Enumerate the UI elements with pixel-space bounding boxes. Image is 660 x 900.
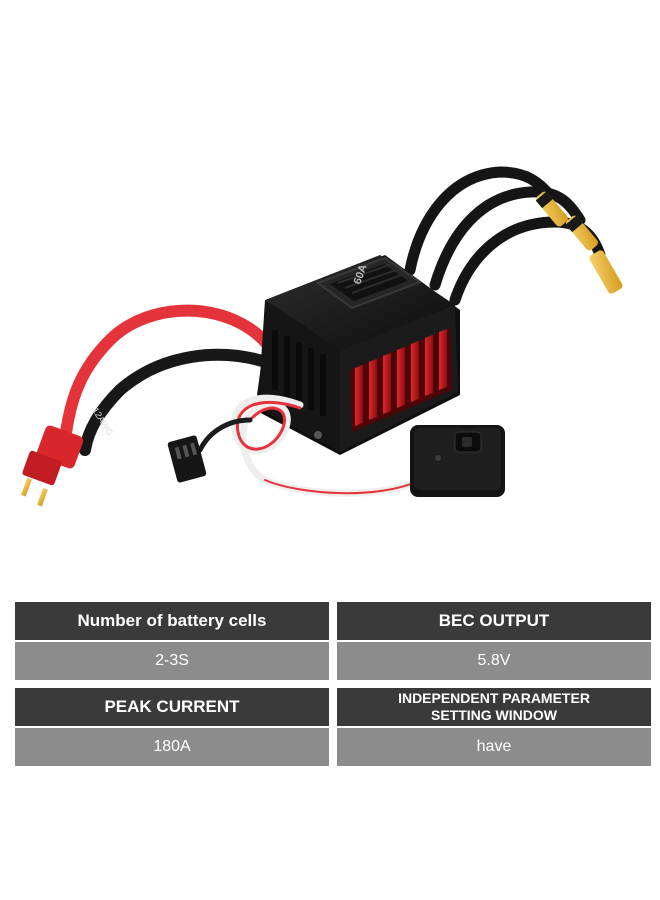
spec-bec-output: BEC OUTPUT 5.8V [337, 602, 651, 680]
power-switch [410, 425, 505, 497]
servo-lead [197, 394, 424, 497]
spec-value: 5.8V [337, 642, 651, 680]
motor-wires [404, 166, 606, 306]
spec-parameter-window: INDEPENDENT PARAMETER SETTING WINDOW hav… [337, 688, 651, 766]
esc-illustration: 12AWG 60A [21, 166, 623, 507]
spec-battery-cells: Number of battery cells 2-3S [15, 602, 329, 680]
spec-header: INDEPENDENT PARAMETER SETTING WINDOW [337, 688, 651, 726]
product-image: 12AWG 60A [21, 166, 623, 507]
t-plug-connector [21, 425, 84, 507]
spec-header: PEAK CURRENT [15, 688, 329, 726]
esc-body: 60A [255, 255, 460, 455]
spec-value: 2-3S [15, 642, 329, 680]
bullet-connectors [535, 191, 623, 294]
spec-header: BEC OUTPUT [337, 602, 651, 640]
servo-plug [167, 435, 207, 483]
battery-wires [59, 304, 281, 456]
spec-header: Number of battery cells [15, 602, 329, 640]
red-heatsink [350, 328, 452, 432]
spec-peak-current: PEAK CURRENT 180A [15, 688, 329, 766]
spec-value: have [337, 728, 651, 766]
spec-value: 180A [15, 728, 329, 766]
